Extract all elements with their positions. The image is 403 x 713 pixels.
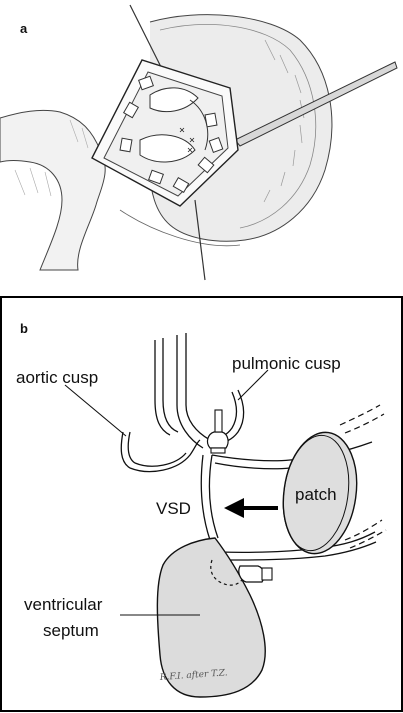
patch-inner-rim <box>282 434 350 552</box>
lower-needle <box>194 199 206 281</box>
ventricular-septum-shape <box>156 537 266 698</box>
patch-label: patch <box>295 485 337 504</box>
aortic-wall <box>120 333 211 473</box>
panel-b-letter: b <box>20 321 28 336</box>
aortic-cusp-label: aortic cusp <box>16 368 98 387</box>
vsd-label: VSD <box>156 499 191 518</box>
artist-signature: R.F.I. after T.Z. <box>159 668 229 683</box>
retractor-instrument <box>234 61 398 147</box>
pledget-lower <box>238 565 273 583</box>
pulmonic-cusp-label: pulmonic cusp <box>232 354 341 373</box>
panel-a-letter: a <box>20 21 28 36</box>
pulmonic-cusp-leader-line <box>237 369 269 401</box>
dashed-suture-line <box>210 559 245 586</box>
septum-label: septum <box>43 621 99 640</box>
panel-a-surgical-illustration: a <box>0 4 398 281</box>
upper-needle <box>129 4 166 76</box>
surgical-opening <box>91 59 239 207</box>
aortic-cusp-leader-line <box>64 384 127 437</box>
dashed-wall-extensions <box>339 404 387 549</box>
patch-direction-arrow <box>224 498 278 518</box>
ventricular-label: ventricular <box>24 595 103 614</box>
pledget-upper <box>206 409 229 454</box>
